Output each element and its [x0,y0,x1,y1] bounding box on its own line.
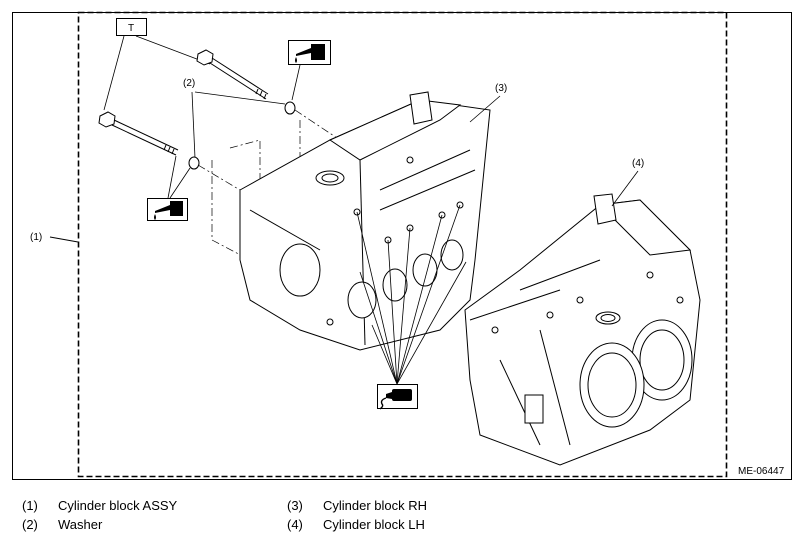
oil-can-icon-lower [147,198,188,221]
torque-box [116,18,147,36]
legend-item-1: (1) Cylinder block ASSY [22,498,177,513]
torque-label: T [128,23,134,34]
figure-frame [12,12,792,480]
oil-leader-upper [291,64,301,101]
legend-item-4: (4) Cylinder block LH [287,517,425,532]
legend-num: (3) [287,498,303,513]
oil-can-icon [288,40,331,65]
bolt-upper [196,49,269,100]
callout-4: (4) [632,158,644,169]
figure-id: ME-06447 [738,466,785,477]
legend-num: (4) [287,517,303,532]
torque-leader-b [103,35,125,111]
legend-item-2: (2) Washer [22,517,102,532]
washer-leader-a [194,91,286,105]
callout-3: (3) [495,83,507,94]
washer-leader-b [191,91,196,159]
legend-label: Cylinder block RH [323,498,428,513]
oil-leader-lower-a [167,155,177,199]
leader-4 [611,170,639,207]
legend-item-3: (3) Cylinder block RH [287,498,427,513]
leader-3 [469,95,501,123]
leader-1 [49,236,79,243]
washer-upper [284,101,296,115]
washer-lower [188,156,200,170]
sealant-leaders [356,204,467,385]
legend-label: Washer [58,517,103,532]
legend-label: Cylinder block LH [323,517,425,532]
callout-1: (1) [30,232,42,243]
cylinder-block-rh [239,91,491,351]
bolt-lower [98,111,179,156]
assembly-boundary [77,11,728,478]
legend-num: (2) [22,517,38,532]
legend-num: (1) [22,498,38,513]
oil-leader-lower-b [169,167,191,199]
cylinder-block-lh [464,193,701,466]
sealant-tube-icon [377,384,418,410]
callout-2: (2) [183,78,195,89]
legend-label: Cylinder block ASSY [58,498,178,513]
